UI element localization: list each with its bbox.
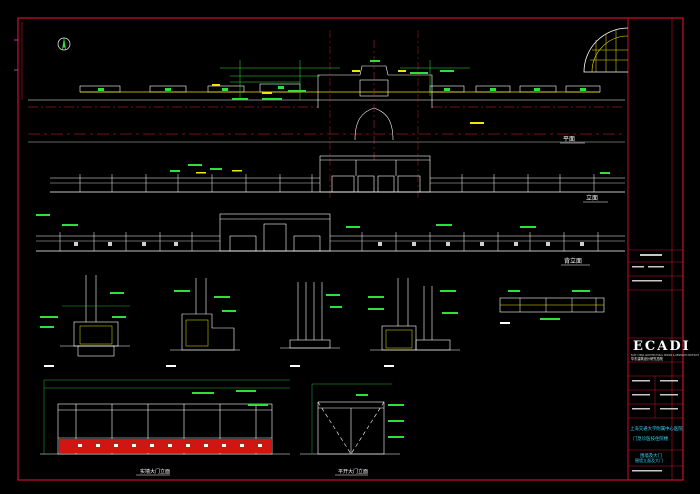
title-block: ECADI EAST CHINA ARCHITECTURAL DESIGN & …: [628, 249, 700, 472]
gate-elevation-swing: 平开大门立面: [300, 383, 404, 476]
front-elevation: 立面: [50, 155, 625, 203]
gate-elevation-solid: 实墙大门立面: [40, 379, 290, 476]
drawing-title-line1: 围墙及大门: [640, 452, 662, 459]
wall-section-4: [368, 278, 460, 367]
project-name-line1: 上海交通大学附属中心医院: [630, 425, 683, 432]
gate-elevation-solid-label: 实墙大门立面: [140, 468, 170, 475]
company-name-english: EAST CHINA ARCHITECTURAL DESIGN & RESEAR…: [631, 354, 700, 357]
plan-view-label: 平面: [563, 136, 575, 143]
drawing-title-line2: 围墙立面及大门: [635, 457, 663, 463]
rear-elevation: 背立面: [36, 213, 625, 266]
north-arrow-icon: [57, 37, 71, 51]
drawing-frame: [14, 17, 684, 481]
wall-section-1: [40, 275, 130, 367]
wall-plan-detail: [499, 290, 605, 324]
wall-section-2: [166, 278, 240, 367]
circular-plaza: [583, 27, 629, 73]
company-name-chinese: 华东建筑设计研究总院: [631, 356, 664, 361]
project-name-line2: 门急诊医技住院楼: [633, 435, 669, 442]
title-block-small-notes: [632, 254, 678, 472]
wall-section-3: [280, 282, 342, 367]
site-plan: 平面: [28, 27, 629, 200]
front-elevation-label: 立面: [586, 194, 598, 202]
wall-section-details: [40, 275, 605, 367]
company-logo: ECADI: [633, 339, 691, 354]
rear-elevation-label: 背立面: [564, 257, 582, 265]
gate-elevation-swing-label: 平开大门立面: [338, 468, 368, 475]
